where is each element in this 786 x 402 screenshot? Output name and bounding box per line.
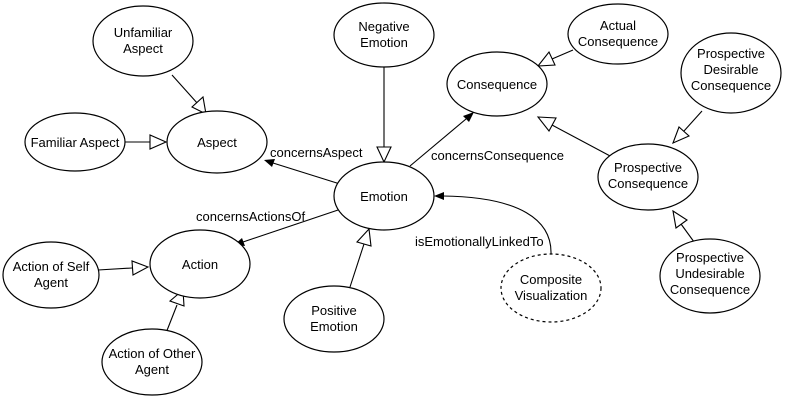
node-label-line: Unfamiliar (114, 25, 173, 40)
label-concerns-aspect: concernsAspect (270, 145, 363, 160)
node-label-line: Prospective (614, 160, 682, 175)
edge-familiar-aspect-to-aspect (124, 134, 168, 150)
subclass-arrowhead (376, 146, 392, 164)
node-label-line: Composite (520, 272, 582, 287)
node-label-line: Familiar Aspect (31, 135, 120, 150)
node-label-line: Consequence (578, 34, 658, 49)
node-label-line: Consequence (691, 78, 771, 93)
edge-actual-consequence-to-consequence (536, 49, 574, 67)
subclass-arrowhead (191, 95, 207, 115)
arrowhead (434, 192, 444, 200)
node-label-line: Negative (358, 19, 409, 34)
node-prospective-desirable-consequence[interactable]: Prospective Desirable Consequence (680, 32, 782, 114)
node-label-line: Emotion (360, 189, 408, 204)
edge-negative-emotion-to-emotion (376, 66, 392, 164)
node-label-line: Action of Self (13, 259, 90, 274)
edge-action-of-other-to-action (165, 288, 185, 334)
node-label-line: Aspect (123, 41, 163, 56)
node-label-line: Prospective (697, 46, 765, 61)
node-unfamiliar-aspect[interactable]: Unfamiliar Aspect (92, 5, 194, 77)
node-action[interactable]: Action (149, 229, 251, 299)
edge-prospective-consequence-to-consequence (536, 116, 613, 158)
node-label-line: Action of Other (109, 346, 196, 361)
node-label-line: Action (182, 257, 218, 272)
node-composite-visualization[interactable]: Composite Visualization (500, 253, 602, 323)
edge-action-of-self-to-action (97, 260, 150, 276)
node-negative-emotion[interactable]: Negative Emotion (333, 2, 435, 68)
arrowhead (264, 159, 275, 167)
node-label-line: Consequence (457, 77, 537, 92)
subclass-arrowhead (131, 260, 150, 276)
node-aspect[interactable]: Aspect (166, 110, 268, 174)
node-label-line: Prospective (676, 250, 744, 265)
node-label-line: Agent (135, 362, 169, 377)
subclass-arrowhead (536, 50, 556, 67)
edge-emotion-concerns-aspect (264, 159, 341, 185)
subclass-arrowhead (355, 227, 372, 247)
node-prospective-undesirable-consequence[interactable]: Prospective Undesirable Consequence (659, 238, 761, 314)
node-label-line: Consequence (670, 282, 750, 297)
node-action-of-other-agent[interactable]: Action of Other Agent (101, 328, 203, 396)
node-label-line: Desirable (704, 62, 759, 77)
label-is-emotionally-linked-to: isEmotionallyLinkedTo (415, 234, 544, 249)
arrowhead (463, 112, 474, 122)
node-label-line: Emotion (360, 35, 408, 50)
node-label-line: Visualization (515, 288, 588, 303)
node-actual-consequence[interactable]: Actual Consequence (567, 3, 669, 65)
node-label-line: Agent (34, 275, 68, 290)
node-emotion[interactable]: Emotion (333, 161, 435, 231)
node-label-line: Aspect (197, 135, 237, 150)
edge-composite-linked-to-emotion (434, 192, 552, 255)
edge-emotion-concerns-consequence (409, 112, 474, 167)
edge-unfamiliar-aspect-to-aspect (171, 74, 207, 115)
node-label-line: Undesirable (675, 266, 744, 281)
node-label-line: Consequence (608, 176, 688, 191)
edge-positive-emotion-to-emotion (349, 227, 372, 288)
node-label-line: Positive (311, 303, 357, 318)
node-label-line: Actual (600, 18, 636, 33)
node-familiar-aspect[interactable]: Familiar Aspect (24, 112, 126, 172)
subclass-arrowhead (536, 116, 557, 132)
subclass-arrowhead (672, 209, 688, 229)
edge-prospective-desirable-to-prospective (672, 110, 703, 145)
subclass-arrowhead (149, 134, 168, 150)
label-concerns-consequence: concernsConsequence (431, 148, 564, 163)
node-consequence[interactable]: Consequence (446, 51, 548, 117)
node-label-line: Emotion (310, 319, 358, 334)
subclass-arrowhead (672, 126, 691, 145)
node-prospective-consequence[interactable]: Prospective Consequence (597, 143, 699, 211)
node-action-of-self-agent[interactable]: Action of Self Agent (2, 241, 100, 309)
node-positive-emotion[interactable]: Positive Emotion (283, 285, 385, 353)
label-concerns-actions-of: concernsActionsOf (196, 209, 305, 224)
